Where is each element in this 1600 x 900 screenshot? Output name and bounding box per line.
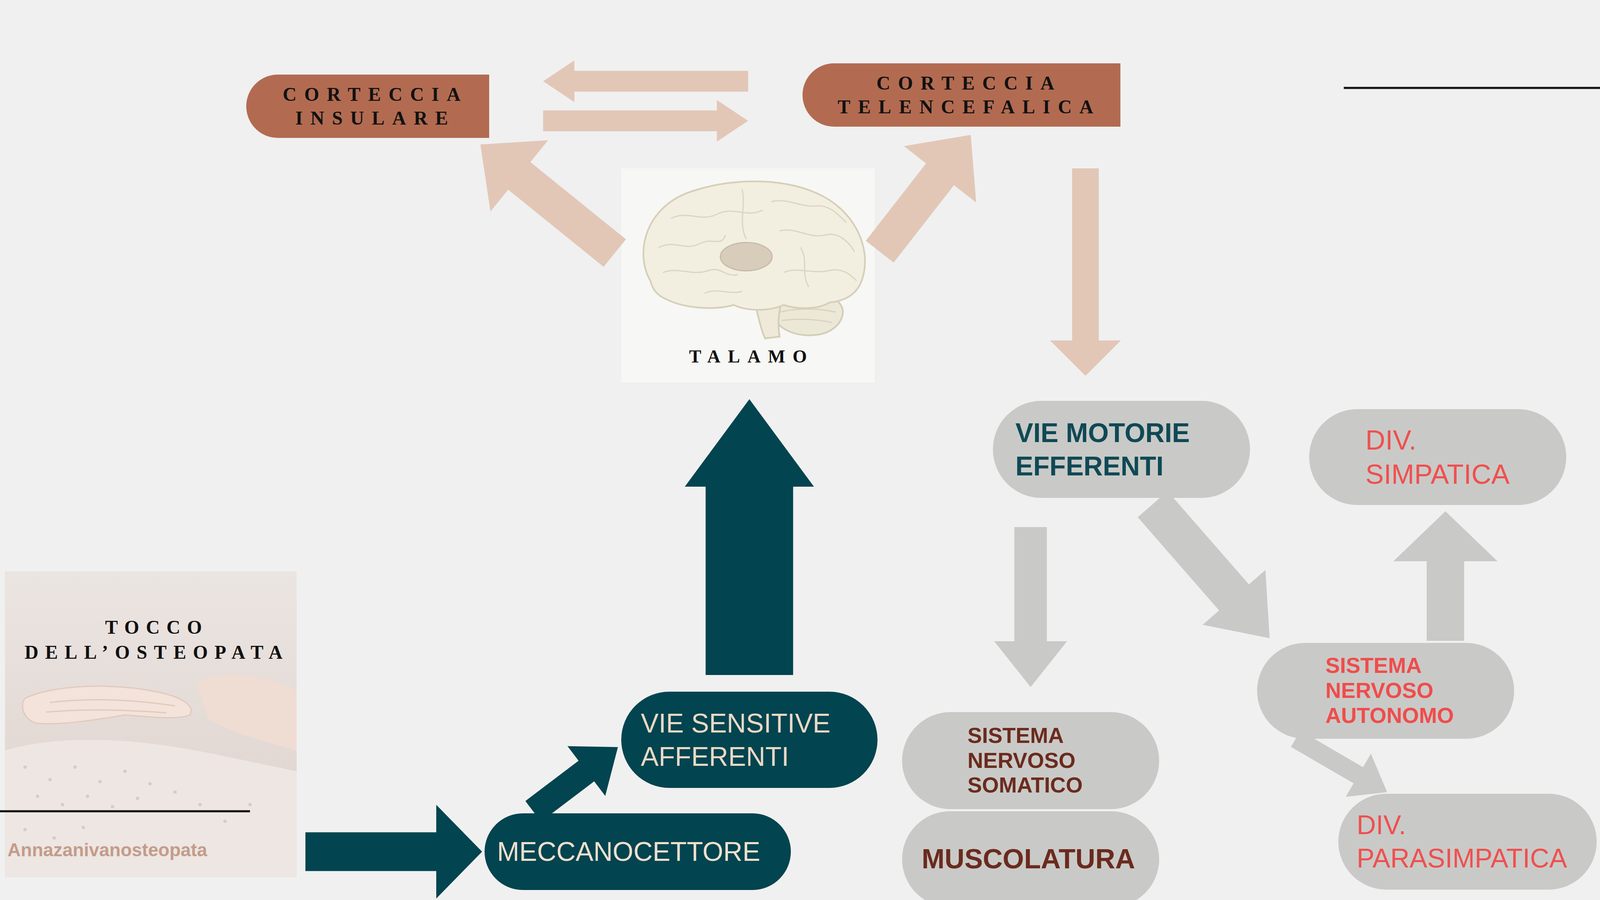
node-label: DIV. SIMPATICA <box>1365 422 1524 492</box>
block-arrow <box>1290 730 1388 798</box>
pill-box: VIE SENSITIVE AFFERENTI <box>621 691 878 788</box>
finger-line <box>50 699 175 706</box>
block-arrow <box>865 135 977 263</box>
node-label: TALAMO <box>681 345 815 368</box>
block-arrow <box>525 746 618 822</box>
shirt-dots <box>23 765 252 840</box>
brain-ground <box>621 168 875 383</box>
cerebrum <box>643 181 865 310</box>
brain-gyri <box>658 189 857 294</box>
block-arrow <box>685 399 815 675</box>
brain-illustration <box>621 168 875 383</box>
hand-shape <box>22 686 192 724</box>
decor-line <box>1343 87 1600 90</box>
pill-box: MECCANOCETTORE <box>484 813 791 890</box>
block-arrow <box>543 60 749 103</box>
block-arrow <box>480 140 626 268</box>
node-label: DIV. PARASIMPATICA <box>1356 808 1582 875</box>
decor-line <box>0 810 250 813</box>
node-label: SISTEMA NERVOSO SOMATICO <box>967 723 1101 798</box>
thalamus <box>720 242 773 271</box>
image-box: TALAMO <box>621 168 875 383</box>
block-arrow <box>1393 511 1498 641</box>
cerebellum-fold <box>779 309 836 323</box>
pill-box: DIV. SIMPATICA <box>1309 409 1567 505</box>
block-arrow <box>1137 491 1270 639</box>
node-label: SISTEMA NERVOSO AUTONOMO <box>1325 653 1463 728</box>
node-label: MECCANOCETTORE <box>497 835 761 868</box>
watermark: Annazanivanosteopata <box>7 839 208 861</box>
pill-box: DIV. PARASIMPATICA <box>1338 793 1597 890</box>
finger-line <box>45 710 167 713</box>
pill-box: SISTEMA NERVOSO SOMATICO <box>902 712 1160 810</box>
node-label: VIE SENSITIVE AFFERENTI <box>640 706 845 774</box>
back-shape <box>195 674 297 751</box>
tag-box: CORTECCIA TELENCEFALICA <box>802 63 1121 127</box>
block-arrow <box>1050 168 1121 376</box>
block-arrow <box>994 527 1068 688</box>
block-arrow <box>305 805 483 899</box>
block-arrow <box>543 100 749 142</box>
pill-box: MUSCOLATURA <box>902 811 1160 900</box>
node-label: MUSCOLATURA <box>921 842 1135 876</box>
node-label: VIE MOTORIE EFFERENTI <box>1015 416 1208 483</box>
image-box: TOCCO DELL’OSTEOPATA <box>3 571 304 878</box>
pill-box: SISTEMA NERVOSO AUTONOMO <box>1257 642 1515 739</box>
node-label: CORTECCIA TELENCEFALICA <box>824 71 1107 120</box>
node-label: TOCCO DELL’OSTEOPATA <box>8 615 299 665</box>
node-label: CORTECCIA INSULARE <box>267 82 476 131</box>
shirt-shape <box>5 740 297 878</box>
tag-box: CORTECCIA INSULARE <box>246 74 490 138</box>
pill-box: VIE MOTORIE EFFERENTI <box>992 400 1250 498</box>
